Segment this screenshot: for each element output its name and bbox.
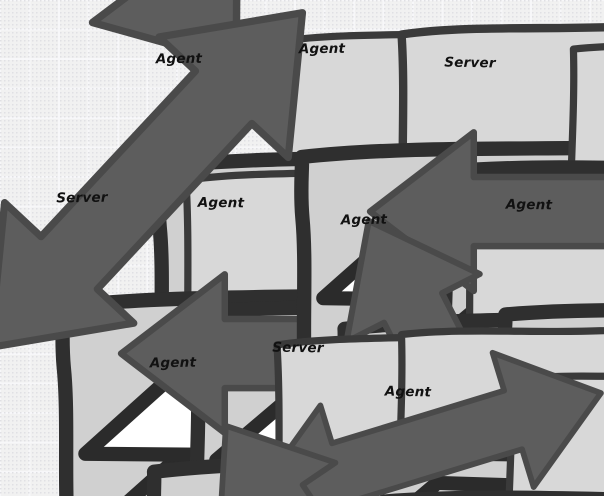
node-header [377, 491, 604, 496]
